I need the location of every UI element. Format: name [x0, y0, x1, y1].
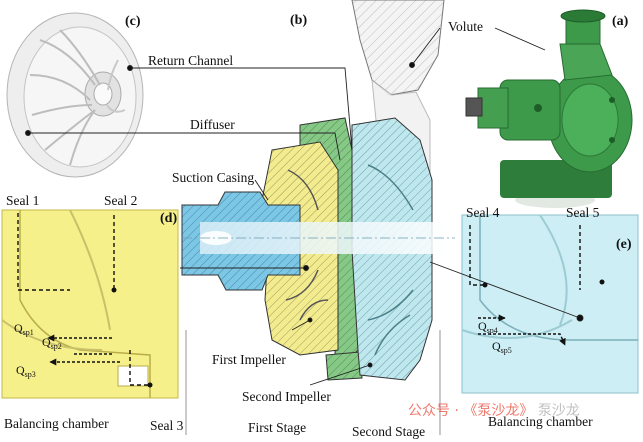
panel-label-a: (a) [612, 14, 629, 29]
label-return-channel: Return Channel [148, 53, 233, 68]
balancing-chamber-left-detail [1, 209, 179, 399]
label-q-sp2: Qsp2 [42, 335, 62, 351]
watermark-brand: 泵沙龙 [537, 403, 580, 419]
diffuser-3d-view [6, 12, 144, 178]
label-suction-casing: Suction Casing [172, 170, 254, 185]
label-second-impeller: Second Impeller [242, 389, 331, 404]
panel-label-e: (e) [616, 237, 632, 252]
watermark-text: 公众号 · 《泵沙龙》 [408, 403, 534, 419]
label-first-stage: First Stage [248, 420, 306, 435]
label-first-impeller: First Impeller [212, 352, 286, 367]
label-balancing-chamber-left: Balancing chamber [4, 416, 109, 431]
label-diffuser: Diffuser [190, 117, 235, 132]
panel-label-d: (d) [160, 211, 177, 226]
label-seal-1: Seal 1 [6, 193, 39, 208]
seal-flow-paths [17, 213, 581, 386]
label-balancing-chamber-right: Balancing chamber [488, 414, 593, 429]
label-seal-3: Seal 3 [150, 418, 184, 433]
label-seal-4: Seal 4 [466, 205, 500, 220]
label-volute: Volute [448, 19, 483, 34]
component-labels: Return Channel Diffuser Volute Suction C… [4, 19, 593, 439]
balancing-chamber-right-detail [461, 214, 639, 394]
label-seal-5: Seal 5 [566, 205, 600, 220]
panel-label-c: (c) [125, 14, 141, 29]
volute-pump-illustration [465, 9, 633, 208]
label-q-sp5: Qsp5 [492, 339, 512, 355]
flow-labels: Qsp1 Qsp2 Qsp3 Qsp4 Qsp5 [14, 319, 512, 379]
panel-labels: (c) (b) (a) (d) (e) [125, 13, 632, 252]
panel-label-b: (b) [290, 13, 307, 28]
suction-casing [181, 191, 455, 291]
seal-labels: Seal 1 Seal 2 Seal 3 Seal 4 Seal 5 [6, 193, 600, 433]
label-q-sp1: Qsp1 [14, 321, 34, 337]
label-second-stage: Second Stage [352, 424, 425, 439]
seal-markers [111, 279, 605, 388]
label-q-sp3: Qsp3 [16, 363, 36, 379]
label-q-sp4: Qsp4 [478, 319, 498, 335]
label-seal-2: Seal 2 [104, 193, 137, 208]
watermark: 公众号 · 《泵沙龙》 泵沙龙 [408, 400, 643, 440]
leader-lines [25, 27, 584, 435]
